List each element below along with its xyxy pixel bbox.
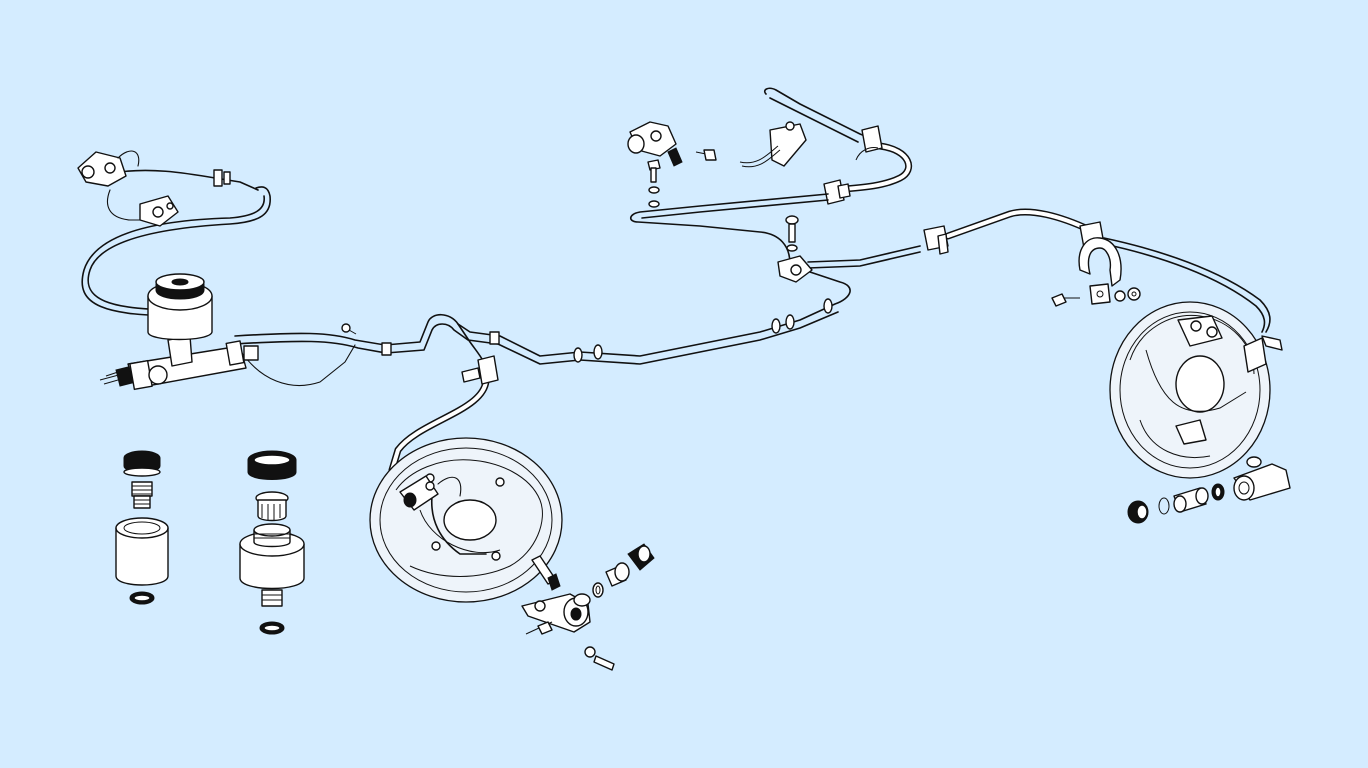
- bracket-icon: [739, 121, 807, 168]
- front-wheel-cylinder-parts: [521, 543, 655, 671]
- bleed-nipple-icon: [525, 621, 553, 635]
- bolt-icon: [341, 323, 357, 335]
- front-flexible-hose: [388, 355, 499, 474]
- bolt-icon: [584, 646, 615, 671]
- reservoir-variant-b: [239, 450, 305, 635]
- reservoir-body-icon: [239, 523, 305, 607]
- fluid-reservoir-icon: [147, 273, 213, 341]
- three-way-union-icon: [777, 255, 813, 283]
- reservoir-variant-a: [115, 450, 169, 605]
- circlip-icon: [1158, 497, 1170, 515]
- main-brake-pipe: [234, 271, 851, 365]
- cylinder-piston-icon: [605, 562, 630, 587]
- bolt-icon: [785, 215, 799, 252]
- master-cylinder-icon: [99, 335, 259, 391]
- reservoir-body-icon: [115, 517, 169, 586]
- axle-bracket-icon: [1078, 237, 1122, 305]
- filter-icon: [255, 491, 289, 522]
- bolt-icon: [1051, 293, 1080, 307]
- wheel-cylinder-body-icon: [521, 593, 591, 633]
- rear-line-upper: [627, 87, 921, 283]
- cylinder-piston-icon: [1173, 487, 1209, 513]
- cylinder-seal-icon: [1211, 483, 1225, 501]
- dust-cover-icon: [627, 543, 655, 571]
- rear-axle-pipe: [923, 208, 1271, 333]
- nut-icon: [1114, 287, 1141, 302]
- front-right-line: [77, 150, 271, 317]
- rear-wheel-cylinder-parts: [1127, 456, 1291, 524]
- bolt-icon: [647, 159, 661, 208]
- secondary-pipe: [239, 344, 356, 386]
- pipe-connector-icon: [139, 195, 179, 227]
- pipe-grommets: [573, 298, 833, 363]
- screw-icon: [695, 149, 717, 161]
- pressure-switch-icon: [627, 121, 683, 167]
- filter-icon: [131, 481, 153, 509]
- cylinder-seal-icon: [592, 582, 604, 598]
- sealing-ring-icon: [259, 621, 285, 635]
- hose-clip-icon: [855, 147, 879, 161]
- rear-right-backplate-icon: [1109, 301, 1283, 479]
- dust-cover-icon: [1127, 500, 1149, 524]
- front-union-icon: [77, 150, 140, 187]
- wheel-cylinder-body-icon: [1233, 456, 1291, 501]
- bleed-screw-icon: [531, 555, 561, 591]
- sealing-ring-icon: [129, 591, 155, 605]
- reservoir-cap-icon: [247, 450, 297, 480]
- front-left-backplate-icon: [369, 437, 563, 603]
- reservoir-cap-icon: [123, 450, 161, 477]
- pipe-clip-icon: [213, 169, 231, 187]
